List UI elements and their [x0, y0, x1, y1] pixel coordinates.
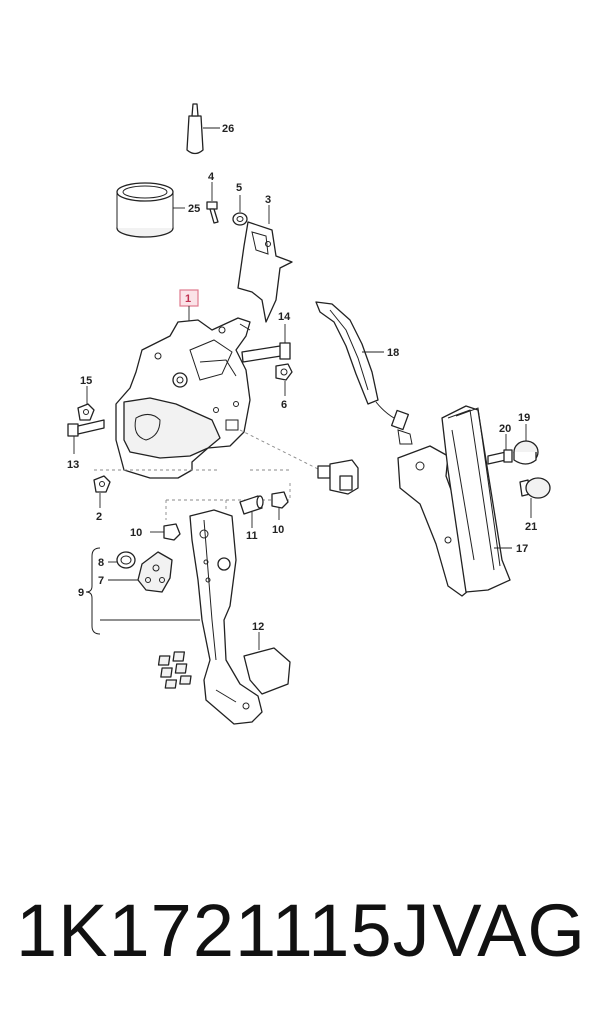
callout-13: 13	[67, 459, 79, 471]
part-5-washer: 5	[232, 182, 248, 226]
part-26-tube: 26	[186, 103, 234, 155]
callout-5: 5	[236, 182, 242, 194]
part-10-bushing-right: 10	[271, 491, 289, 536]
part-1-pedal-bracket	[115, 317, 251, 479]
part-21-knob: 21	[519, 477, 551, 533]
part-20-screw: 20	[487, 423, 513, 465]
callout-18: 18	[387, 347, 399, 359]
part-17-accelerator-pedal: 17	[397, 405, 528, 597]
part-number-caption: 1K1721115J VAG	[16, 888, 586, 973]
part-12-pedal-pad: 12	[157, 621, 291, 695]
callout-21: 21	[525, 521, 537, 533]
part-10-bushing-left: 10	[130, 523, 181, 541]
callout-1: 1	[185, 293, 191, 305]
part-number: 1K1721115J	[16, 889, 431, 972]
callout-11: 11	[246, 530, 258, 542]
part-6-nut: 6	[275, 363, 293, 411]
part-9-group-bracket: 9	[78, 547, 200, 635]
callout-3: 3	[265, 194, 271, 206]
callout-19: 19	[518, 412, 530, 424]
part-18-sensor: 18	[315, 301, 413, 445]
callout-14: 14	[278, 311, 291, 323]
callout-10-right: 10	[272, 524, 284, 536]
callout-17: 17	[516, 543, 528, 555]
callout-15: 15	[80, 375, 92, 387]
callout-25: 25	[188, 203, 200, 215]
callout-6: 6	[281, 399, 287, 411]
callout-8: 8	[98, 557, 104, 569]
part-8-ring: 8	[98, 551, 136, 569]
part-25-sleeve: 25	[116, 182, 200, 238]
pedal-assembly-diagram: 26 25 4 5 3 1	[67, 103, 551, 725]
callout-12: 12	[252, 621, 264, 633]
part-4-bolt: 4	[206, 171, 219, 224]
callout-9: 9	[78, 587, 84, 599]
assembly-guide-lines	[94, 429, 321, 520]
brand-name: VAG	[432, 889, 586, 972]
part-11-pin: 11	[239, 495, 264, 542]
part-15-nut: 15	[77, 375, 95, 421]
part-3-bracket: 3	[237, 194, 293, 323]
pedal-switch-connector	[317, 459, 359, 495]
part-19-cap: 19	[513, 412, 539, 465]
part-14-bolt: 14	[241, 311, 291, 363]
part-2-nut: 2	[93, 475, 111, 523]
part-7-clip: 7	[98, 551, 173, 593]
callout-20: 20	[499, 423, 511, 435]
callout-7: 7	[98, 575, 104, 587]
callout-26: 26	[222, 123, 234, 135]
brake-pedal-arm	[189, 509, 263, 725]
callout-4: 4	[208, 171, 215, 183]
part-13-bolt: 13	[67, 419, 105, 471]
callout-10-left: 10	[130, 527, 142, 539]
callout-2: 2	[96, 511, 102, 523]
